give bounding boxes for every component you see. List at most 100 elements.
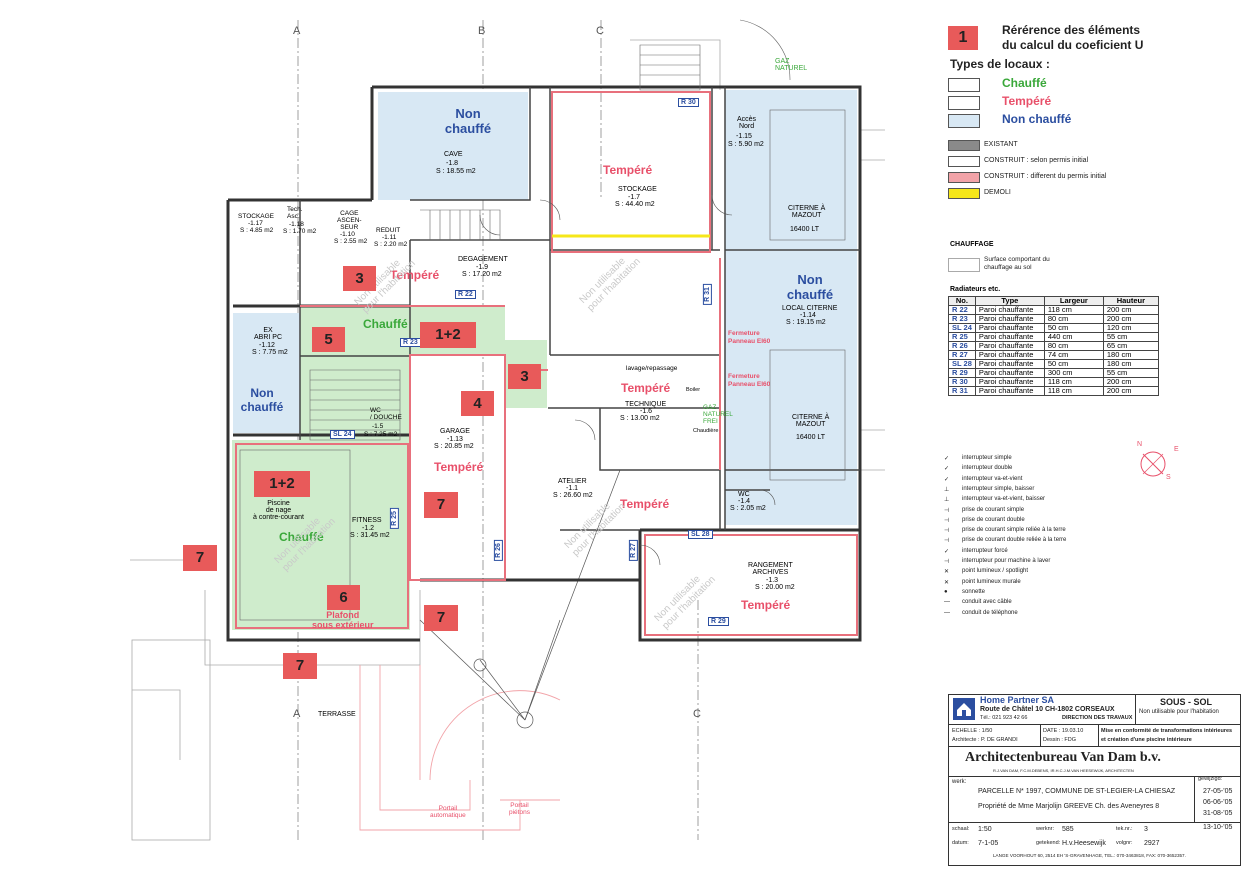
garage-name: GARAGE bbox=[440, 428, 470, 435]
volgnr-value: 2927 bbox=[1144, 840, 1160, 847]
wc-area: S : 7.25 m2 bbox=[364, 431, 398, 438]
radiateurs-cell: Paroi chauffante bbox=[974, 386, 1045, 396]
symbol-legend-label: conduit de téléphone bbox=[962, 609, 1018, 616]
home-partner-logo-icon bbox=[953, 698, 975, 720]
fitness-name: FITNESS bbox=[352, 517, 382, 524]
description-2: et création d'une piscine intérieure bbox=[1101, 737, 1192, 743]
lavage-label: lavage/repassage bbox=[626, 365, 678, 372]
werknr-label: werknr: bbox=[1036, 826, 1055, 832]
legend-swatch-chauffe bbox=[948, 78, 980, 92]
garage-type: Tempéré bbox=[434, 460, 484, 474]
marker-1-2-b: 1+2 bbox=[254, 471, 310, 497]
symbol-legend-label: interrupteur va-et-vient, baisser bbox=[962, 496, 1046, 503]
local-citerne-name: LOCAL CITERNE bbox=[782, 305, 838, 312]
axis-label-b: B bbox=[478, 25, 486, 37]
legend-swatch-non-chauffe bbox=[948, 114, 980, 128]
legend-status-demoli: DEMOLI bbox=[984, 189, 1011, 196]
wc2-no: -1.4 bbox=[738, 498, 751, 505]
electrical-symbol-icon: ✓ bbox=[944, 466, 950, 473]
gewijzigd-date: 27-05-'05 bbox=[1203, 788, 1233, 795]
stockage2-no: -1.17 bbox=[248, 220, 263, 227]
citerne1-name: CITERNE À MAZOUT bbox=[788, 205, 826, 219]
title-block-divider-4 bbox=[948, 822, 1241, 823]
abri-type: Non chauffé bbox=[240, 386, 284, 414]
dessin: Dessin : FDG bbox=[1043, 737, 1077, 743]
bureau-footer: LANGE VOORHOUT 60, 2514 EH 'S-GRAVENHAGE… bbox=[993, 853, 1186, 858]
radiateurs-cell: 200 cm bbox=[1102, 386, 1159, 396]
acces-area: S : 5.90 m2 bbox=[728, 141, 764, 148]
title-block bbox=[948, 694, 1241, 866]
datum-label: datum: bbox=[952, 840, 969, 846]
propriete: Propriété de Mme Marjolijn GREEVE Ch. de… bbox=[978, 803, 1160, 810]
wc-no: -1.5 bbox=[372, 423, 384, 430]
archives-area: S : 20.00 m2 bbox=[755, 584, 795, 591]
symbol-legend-label: point lumineux / spotlight bbox=[962, 568, 1029, 575]
electrical-symbol-icon: ⊣ bbox=[944, 538, 950, 545]
marker-3-a: 3 bbox=[343, 266, 376, 291]
compass-icon bbox=[1140, 451, 1166, 477]
stockage-name: STOCKAGE bbox=[618, 186, 657, 193]
parcelle: PARCELLE N* 1997, COMMUNE DE ST-LEGIER-L… bbox=[978, 788, 1176, 795]
tech-area: S : 1.70 m2 bbox=[283, 228, 317, 235]
description-1: Mise en conformité de transformations in… bbox=[1101, 728, 1233, 734]
radiator-tag-r30: R 30 bbox=[678, 98, 699, 107]
marker-3-b: 3 bbox=[508, 364, 541, 389]
cave-area: S : 18.55 m2 bbox=[436, 168, 476, 175]
fermeture1-label: Fermeture Panneau EI60 bbox=[728, 330, 771, 345]
symbol-legend-label: prise de courant simple bbox=[962, 506, 1025, 513]
date: DATE : 19.03.10 bbox=[1043, 728, 1084, 734]
radiator-tag-r27: R 27 bbox=[628, 540, 638, 561]
reduit-no: -1.11 bbox=[382, 234, 397, 241]
electrical-symbol-icon: ⊣ bbox=[944, 517, 950, 524]
getekend-value: H.v.Heesewijk bbox=[1062, 840, 1106, 847]
archives-name: RANGEMENT ARCHIVES bbox=[748, 562, 793, 576]
symbol-legend-label: interrupteur forcé bbox=[962, 547, 1008, 554]
marker-4: 4 bbox=[461, 391, 494, 416]
electrical-symbol-icon: ⊣ bbox=[944, 528, 950, 535]
cage-no: -1.10 bbox=[340, 231, 355, 238]
symbol-legend-label: prise de courant simple reliée à la terr… bbox=[962, 527, 1066, 534]
fermeture2-label: Fermeture Panneau EI60 bbox=[728, 373, 771, 388]
citerne2-cap: 16400 LT bbox=[796, 434, 826, 441]
cage-name: CAGE ASCEN- SEUR bbox=[337, 210, 362, 231]
electrical-symbol-icon: — bbox=[944, 609, 950, 616]
archives-type: Tempéré bbox=[741, 598, 791, 612]
radiator-tag-r23: R 23 bbox=[400, 338, 421, 347]
bureau-name: Architectenbureau Van Dam b.v. bbox=[965, 750, 1161, 765]
gewijzigd-label: gewijzigd: bbox=[1198, 776, 1223, 782]
gaz-frei-label: GAZ NATUREL FREI bbox=[703, 404, 733, 425]
chaudiere-label: Chaudière bbox=[693, 428, 719, 434]
title-block-divider-1 bbox=[948, 724, 1241, 725]
archives-no: -1.3 bbox=[766, 577, 779, 584]
local-citerne-area: S : 19.15 m2 bbox=[786, 319, 826, 326]
getekend-label: getekend: bbox=[1036, 840, 1061, 846]
electrical-symbol-icon: ⊣ bbox=[944, 507, 950, 514]
company-name: Home Partner SA bbox=[980, 695, 1055, 705]
marker-7-a: 7 bbox=[424, 492, 458, 518]
atelier-no: -1.1 bbox=[566, 485, 579, 492]
schaal-value: 1:50 bbox=[978, 826, 992, 833]
cave-no: -1.8 bbox=[446, 160, 459, 167]
tech-name: Tech. Asc. bbox=[287, 206, 303, 220]
reduit-area: S : 2.20 m2 bbox=[374, 241, 408, 248]
gewijzigd-date: 13-10-'05 bbox=[1203, 824, 1233, 831]
symbol-legend-label: prise de courant double reliée à la terr… bbox=[962, 537, 1067, 544]
symbol-legend-label: interrupteur simple, baisser bbox=[962, 485, 1035, 492]
cage-area: S : 2.55 m2 bbox=[334, 238, 368, 245]
legend-chauffage-text-1: Surface comportant du bbox=[984, 256, 1050, 263]
cave-type: Non chauffé bbox=[444, 106, 492, 136]
marker-5: 5 bbox=[312, 327, 345, 352]
level-note: Non utilisable pour l'habitation bbox=[1139, 709, 1219, 715]
local-citerne-no: -1.14 bbox=[800, 312, 816, 319]
stockage-area: S : 44.40 m2 bbox=[615, 201, 655, 208]
gewijzigd-date: 06-06-'05 bbox=[1203, 799, 1233, 806]
marker-7-c: 7 bbox=[424, 605, 458, 631]
piscine-name: Piscine de nage à contre-courant bbox=[253, 500, 304, 521]
plafond-label: Plafond sous extérieur bbox=[312, 610, 374, 630]
compass-n: N bbox=[1137, 441, 1143, 448]
legend-type-tempere: Tempéré bbox=[1002, 94, 1052, 108]
electrical-symbol-icon: ✓ bbox=[944, 476, 950, 483]
